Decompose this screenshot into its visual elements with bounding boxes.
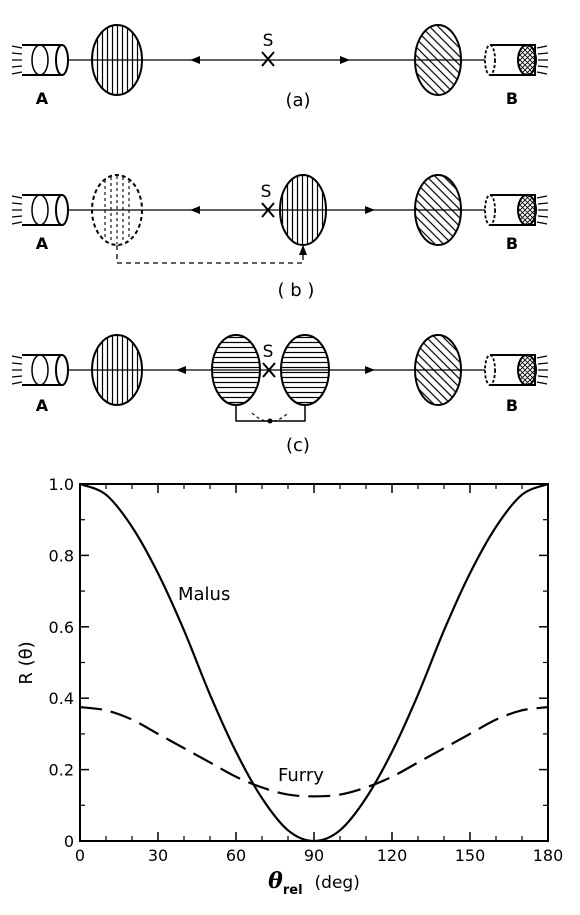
detector-b bbox=[484, 194, 549, 226]
x-axis-unit: (deg) bbox=[315, 873, 360, 893]
series-layer bbox=[79, 482, 549, 843]
x-ticks: 0 30 60 90 120 150 180 bbox=[75, 484, 563, 865]
detector-b bbox=[484, 44, 549, 76]
detector-a-label: A bbox=[36, 234, 49, 253]
polarizer-horizontal-right bbox=[280, 334, 330, 406]
polarizer-diagonal bbox=[414, 24, 462, 96]
series-line-malus bbox=[79, 482, 549, 843]
arrowhead-left bbox=[176, 366, 186, 374]
detector-b-label: B bbox=[506, 89, 518, 108]
source-marker bbox=[262, 362, 276, 378]
polarizer-horizontal-left bbox=[211, 334, 261, 406]
polarizer-vertical bbox=[91, 24, 143, 96]
detector-a-label: A bbox=[36, 89, 49, 108]
polarizer-vertical-dashed bbox=[91, 174, 143, 246]
x-tick-label: 0 bbox=[75, 846, 85, 865]
x-tick-label: 150 bbox=[455, 846, 486, 865]
arrowhead-left bbox=[190, 206, 200, 214]
x-tick-label: 90 bbox=[304, 846, 324, 865]
x-axis-subscript: rel bbox=[283, 883, 303, 898]
series-line-furry bbox=[79, 706, 549, 798]
polarizer-vertical bbox=[91, 334, 143, 406]
source-marker bbox=[261, 51, 275, 67]
toggle-dot bbox=[267, 418, 273, 424]
source-label: S bbox=[263, 31, 274, 51]
arrowhead-right bbox=[365, 366, 375, 374]
detector-b bbox=[484, 354, 549, 386]
dashed-link bbox=[116, 245, 304, 264]
detector-b-label: B bbox=[506, 234, 518, 253]
detector-a-label: A bbox=[36, 396, 49, 415]
polarizer-diagonal bbox=[414, 334, 462, 406]
arrowhead-up bbox=[299, 245, 307, 255]
x-tick-label: 120 bbox=[377, 846, 408, 865]
panel-b: S A B ( b ) bbox=[11, 174, 549, 301]
y-tick-label: 0.6 bbox=[49, 618, 74, 637]
series-label-furry: Furry bbox=[278, 765, 324, 786]
plot-frame bbox=[79, 483, 549, 842]
x-axis-label: θrel (deg) bbox=[268, 868, 360, 898]
dashed-hatch bbox=[104, 176, 130, 244]
arrowhead-left bbox=[190, 56, 200, 64]
panel-caption: ( b ) bbox=[278, 280, 315, 301]
y-tick-label: 0.2 bbox=[49, 761, 74, 780]
source-label: S bbox=[261, 182, 272, 202]
y-tick-label: 0.8 bbox=[49, 546, 74, 565]
polarizer-vertical bbox=[279, 174, 327, 246]
panel-c: S A B (c) bbox=[11, 334, 549, 456]
y-tick-label: 1.0 bbox=[49, 475, 74, 494]
panel-caption: (a) bbox=[285, 90, 310, 111]
x-tick-label: 60 bbox=[226, 846, 246, 865]
x-tick-label: 180 bbox=[533, 846, 564, 865]
y-axis-label: R (θ) bbox=[16, 641, 37, 684]
y-tick-label: 0 bbox=[64, 832, 74, 851]
x-tick-label: 30 bbox=[148, 846, 168, 865]
source-marker bbox=[261, 202, 275, 218]
detector-a bbox=[11, 44, 69, 76]
source-label: S bbox=[263, 342, 274, 362]
y-tick-label: 0.4 bbox=[49, 689, 74, 708]
x-axis-symbol: θ bbox=[268, 868, 283, 894]
polarizer-diagonal bbox=[414, 174, 462, 246]
arrowhead-right bbox=[365, 206, 375, 214]
detector-a bbox=[11, 354, 69, 386]
detector-b-label: B bbox=[506, 396, 518, 415]
arrowhead-right bbox=[340, 56, 350, 64]
detector-a bbox=[11, 194, 69, 226]
panel-caption: (c) bbox=[286, 435, 310, 456]
panel-a: S A B (a) bbox=[11, 24, 549, 111]
y-ticks: 0 0.2 0.4 0.6 0.8 1.0 bbox=[49, 475, 548, 851]
series-label-malus: Malus bbox=[178, 584, 230, 605]
